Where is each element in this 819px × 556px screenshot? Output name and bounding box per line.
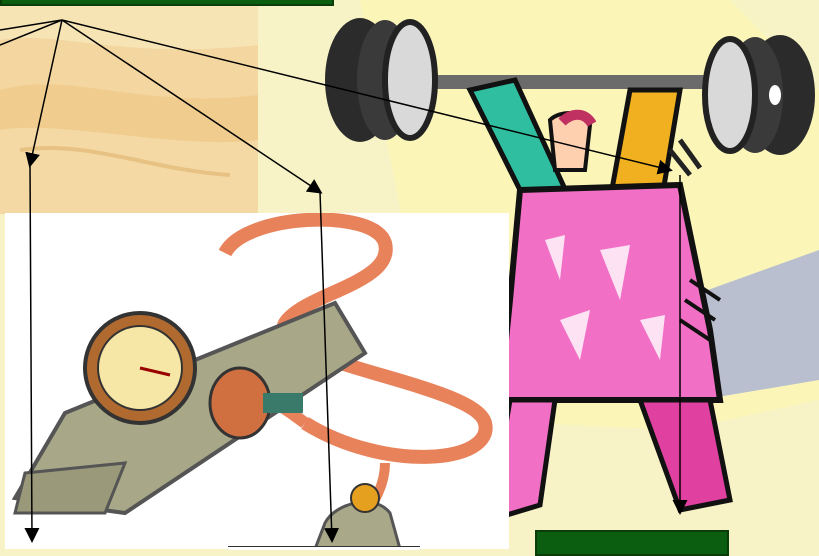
arrow-icon bbox=[0, 20, 680, 540]
